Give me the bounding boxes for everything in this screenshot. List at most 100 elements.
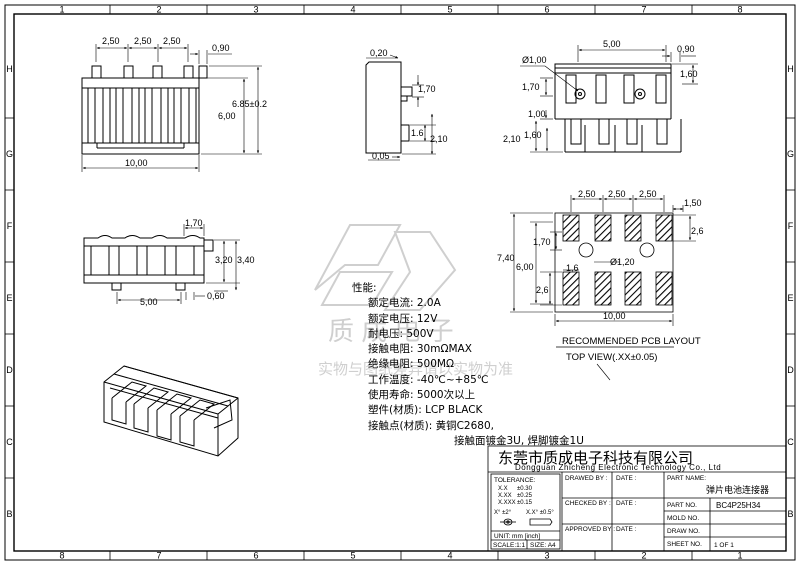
tol-x-value: ±0.30 [517, 486, 533, 492]
dim-front-height: 6,00 [218, 111, 236, 121]
spec-contact-resistance: 接触电阻: 30mΩMAX [368, 343, 472, 356]
grid-bottom-7: 7 [156, 551, 161, 561]
grid-top-3: 3 [253, 5, 258, 15]
dim-pcb-600: 6,00 [516, 262, 534, 272]
dim-side-total: 2,10 [430, 134, 448, 144]
sheet-no-label: SHEET NO. [667, 541, 702, 548]
dim-side2-320: 3,20 [215, 255, 233, 265]
dim-pcb-hole: Ø1,20 [610, 257, 635, 267]
tol-angle-1: X° ±2° [494, 510, 512, 516]
grid-bottom-2: 2 [641, 551, 646, 561]
watermark-sub: 实物与图纸差异请以实物为准 [318, 361, 513, 378]
dim-right-tab: 0,90 [677, 44, 695, 54]
date-label-2: DATE : [616, 500, 637, 507]
tol-xxx-value: ±0.15 [517, 500, 533, 506]
dim-pcb-250b: 2,50 [608, 189, 626, 199]
side-view [365, 61, 413, 154]
grid-top-7: 7 [641, 5, 646, 15]
side-view-2-labels: 1,70 3,20 3,40 5,00 0,60 [140, 218, 255, 307]
scale-label: SCALE:1:1 [493, 542, 526, 549]
dim-right-160b: 1,60 [524, 130, 542, 140]
pcb-layout-labels: 2,50 2,50 2,50 1,50 2,6 7,40 6,00 1,70 Ø… [497, 189, 704, 363]
specs-block: 性能: 额定电流: 2.0A 额定电压: 12V 耐电压: 500V 接触电阻:… [352, 281, 592, 449]
dim-pcb-16: 1,6 [566, 263, 579, 273]
front-view-labels: 2,50 2,50 2,50 0,90 6.85±0.2 6,00 10,00 [102, 36, 267, 168]
dim-pcb-26b: 2,6 [536, 285, 549, 295]
spec-insulation-resistance: 绝缘电阻: 500MΩ [368, 358, 454, 371]
watermark-cn: 质 成 电 子 [328, 316, 454, 346]
grid-bottom-8: 8 [59, 551, 64, 561]
dim-front-tab: 0,90 [212, 43, 230, 53]
mold-no-label: MOLD NO. [667, 515, 699, 522]
grid-left-B: B [6, 509, 12, 519]
side-view-2 [83, 235, 214, 291]
right-view-labels: 5,00 0,90 Ø1,00 1,70 1,60 1,00 2,10 1,60 [503, 39, 698, 144]
grid-top-1: 1 [59, 5, 64, 15]
part-no-label: PART NO. [667, 502, 697, 509]
size-label: SIZE: A4 [530, 542, 556, 549]
side-view-dims [366, 54, 436, 161]
company-name-en: Dongguan Zhicheng Electronic Technology … [515, 463, 721, 472]
pcb-layout-dims [510, 195, 696, 381]
spec-life: 使用寿命: 5000次以上 [368, 389, 476, 402]
tol-angle-2: X.X° ±0.5° [526, 510, 554, 516]
grid-top-6: 6 [544, 5, 549, 15]
grid-right-E: E [787, 293, 793, 303]
grid-right-F: F [788, 221, 794, 231]
company-name-cn: 东莞市质成电子科技有限公司 [498, 450, 693, 467]
grid-right-B: B [787, 509, 793, 519]
sheet-border [4, 4, 796, 561]
spec-operating-temp: 工作温度: -40℃~+85℃ [368, 373, 489, 386]
dim-front-pitch-3: 2,50 [163, 36, 181, 46]
iso-view [103, 365, 239, 457]
dim-pcb-250a: 2,50 [578, 189, 596, 199]
grid-top-5: 5 [447, 5, 452, 15]
grid-left-H: H [6, 64, 13, 74]
dim-pcb-250c: 2,50 [639, 189, 657, 199]
dim-side2-340: 3,40 [237, 255, 255, 265]
spec-withstand-voltage: 耐电压: 500V [368, 327, 434, 340]
dim-pcb-1000: 10,00 [603, 311, 626, 321]
grid-bottom-4: 4 [447, 551, 452, 561]
spec-plating: 接触面镀金3U, 焊脚镀金1U [454, 434, 584, 447]
date-label-3: DATE : [616, 526, 637, 533]
front-view [81, 65, 208, 155]
drawed-by-label: DRAWED BY : [565, 475, 608, 482]
unit-label: UNIT: mm [inch] [494, 533, 540, 540]
dim-side-top: 0,20 [370, 48, 388, 58]
grid-left-D: D [6, 365, 13, 375]
grid-left-G: G [6, 149, 13, 159]
part-name-label: PART NAME: [667, 475, 706, 482]
spec-plastic-material: 塑件(材质): LCP BLACK [368, 404, 483, 417]
spec-rated-voltage: 额定电压: 12V [368, 312, 438, 325]
dim-front-height-tol: 6.85±0.2 [232, 99, 267, 109]
draw-no-label: DRAW NO. [667, 528, 700, 535]
grid-bottom-6: 6 [253, 551, 258, 561]
tolerance-label: TOLERANCE: [494, 477, 536, 484]
pcb-view-caption: TOP VIEW(.XX±0.05) [566, 352, 657, 363]
dim-right-hole: Ø1,00 [522, 55, 547, 65]
dim-right-160a: 1,60 [680, 69, 698, 79]
dim-right-100: 1,00 [528, 109, 546, 119]
tol-xxx-label: X.XXX [498, 500, 516, 506]
dim-side2-top: 1,70 [185, 218, 203, 228]
watermark: 质 成 电 子 实物与图纸差异请以实物为准 [314, 224, 513, 378]
dim-side2-500: 5,00 [140, 297, 158, 307]
part-no-value: BC4P25H34 [716, 501, 761, 510]
front-view-dims [81, 44, 262, 172]
dim-side-mid: 1,70 [418, 84, 436, 94]
dim-pcb-150: 1,50 [684, 198, 702, 208]
dim-right-width: 5,00 [603, 39, 621, 49]
checked-by-label: CHECKED BY : [565, 500, 611, 507]
grid-labels: 1 2 3 4 5 6 7 8 8 7 6 5 4 3 2 1 H G F E … [6, 5, 794, 561]
side-view-2-dims [116, 224, 240, 304]
spec-rated-current: 额定电流: 2.0A [368, 297, 441, 310]
grid-right-C: C [787, 437, 794, 447]
tol-xx-value: ±0.25 [517, 493, 533, 499]
approved-by-label: APPROVED BY : [565, 526, 615, 533]
grid-left-F: F [7, 221, 13, 231]
grid-left-C: C [6, 437, 13, 447]
